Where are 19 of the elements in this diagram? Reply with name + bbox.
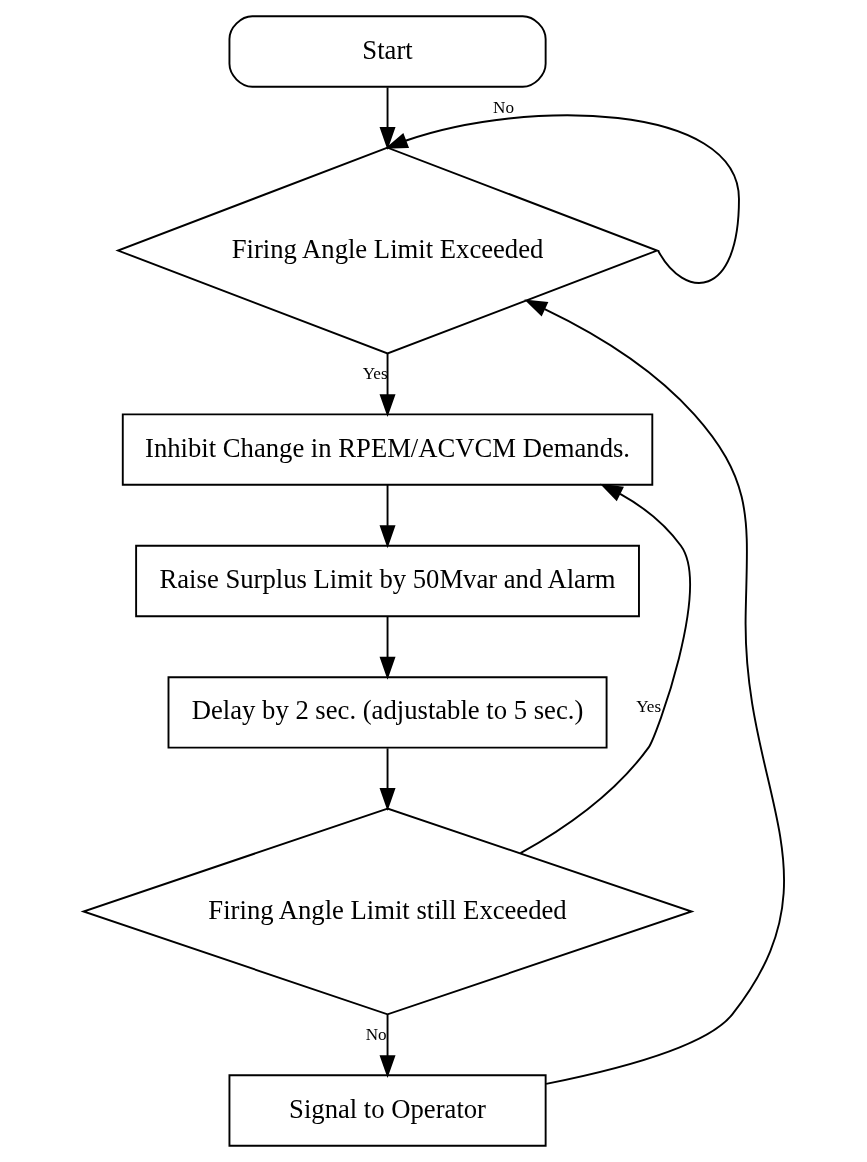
edge-label: Yes [362, 363, 388, 383]
arrow [379, 484, 396, 549]
node-box: Start [228, 15, 547, 88]
arrow [379, 86, 396, 150]
node-box: Delay by 2 sec. (adjustable to 5 sec.) [167, 676, 608, 749]
arrow [379, 1013, 396, 1079]
arrow [519, 483, 691, 855]
arrow [379, 615, 396, 680]
node-diamond: Firing Angle Limit Exceeded [114, 146, 660, 355]
arrow [379, 352, 396, 418]
edge-label: No [492, 97, 514, 117]
arrow [523, 299, 785, 1085]
node-diamond: Firing Angle Limit still Exceeded [80, 807, 695, 1016]
node-box: Raise Surplus Limit by 50Mvar and Alarm [134, 544, 640, 618]
arrow [379, 747, 396, 811]
edge-label: No [365, 1024, 387, 1044]
node-box: Signal to Operator [228, 1074, 547, 1147]
node-box: Inhibit Change in RPEM/ACVCM Demands. [121, 413, 653, 486]
edge-label: Yes [635, 697, 661, 717]
